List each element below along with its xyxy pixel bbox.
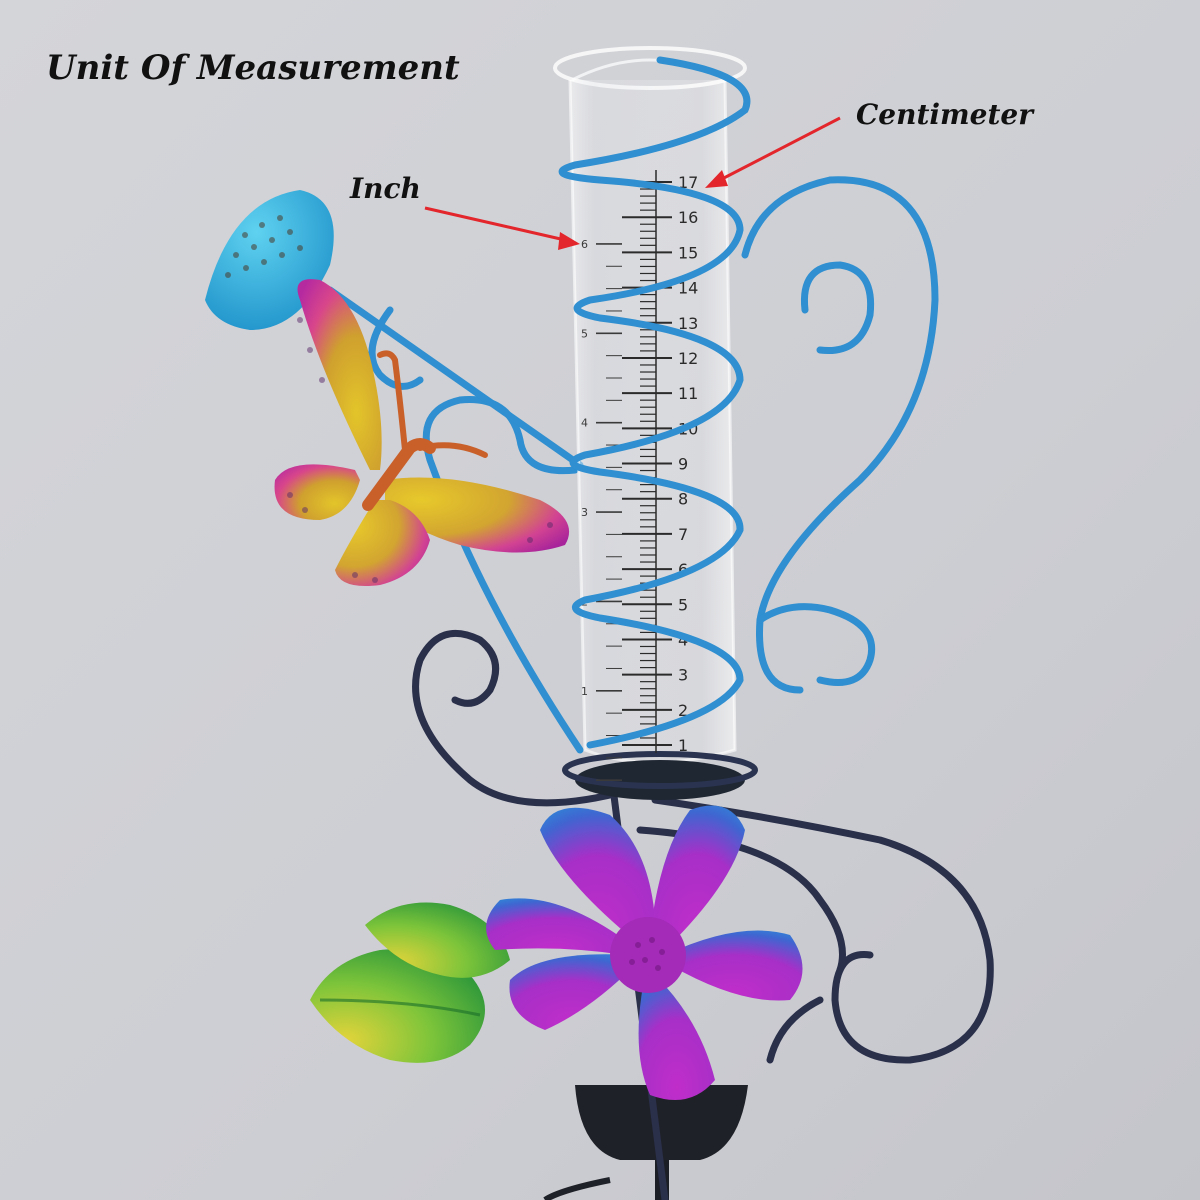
inch-tick-label: 3 (581, 506, 588, 519)
inch-label: Inch (350, 172, 421, 205)
cm-tick-label: 2 (678, 701, 688, 720)
cm-tick-label: 13 (678, 314, 698, 333)
inch-tick-label: 6 (581, 238, 588, 251)
blue-spiral-wire (558, 56, 751, 749)
cm-tick-label: 7 (678, 525, 688, 544)
cm-tick-label: 16 (678, 208, 698, 227)
cm-tick-label: 11 (678, 384, 698, 403)
cm-tick-label: 9 (678, 455, 688, 474)
inch-tick-label: 4 (581, 417, 588, 430)
centimeter-label: Centimeter (856, 98, 1033, 131)
cm-tick-label: 3 (678, 666, 688, 685)
blue-wire-frame (326, 176, 939, 754)
leaf-ornament (310, 902, 510, 1063)
cm-tick-label: 12 (678, 349, 698, 368)
flower-ornament (486, 805, 803, 1100)
cm-tick-label: 8 (678, 490, 688, 509)
inch-tick-label: 5 (581, 327, 588, 340)
cm-tick-label: 15 (678, 243, 698, 262)
cm-tick-label: 6 (678, 560, 688, 579)
cm-tick-label: 14 (678, 279, 698, 298)
centimeter-arrow (705, 116, 841, 188)
cm-tick-label: 1 (678, 736, 688, 755)
cm-tick-label: 17 (678, 173, 698, 192)
cm-tick-label: 4 (678, 630, 688, 649)
cm-tick-label: 5 (678, 595, 688, 614)
page-title: Unit Of Measurement (46, 48, 460, 88)
inch-arrow (424, 206, 580, 250)
inch-tick-label: 1 (581, 685, 588, 698)
butterfly-ornament (274, 279, 570, 586)
